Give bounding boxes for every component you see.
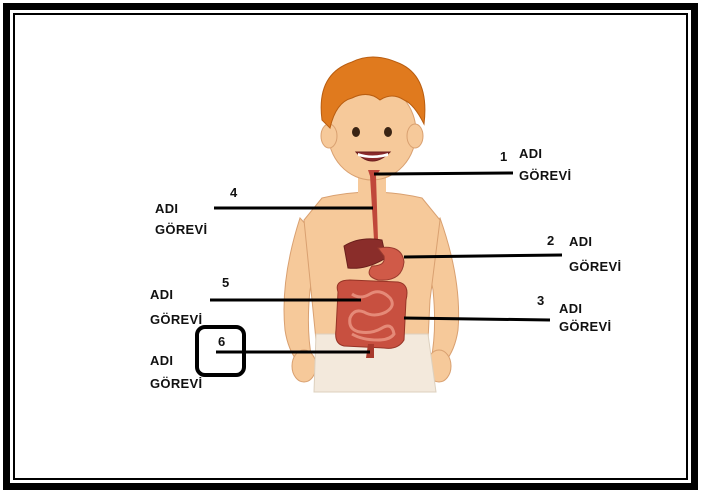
label-name-6: ADI [150,353,173,368]
leader-line-2 [404,255,562,257]
label-name-4: ADI [155,201,178,216]
right-eye [384,127,392,137]
left-hand [292,350,316,382]
right-ear [407,124,423,148]
label-name-5: ADI [150,287,173,302]
label-name-2: ADI [569,234,592,249]
label-function-3: GÖREVİ [559,319,611,334]
label-function-1: GÖREVİ [519,168,571,183]
left-eye [352,127,360,137]
label-number-5: 5 [222,275,229,290]
label-number-6: 6 [218,334,225,349]
leader-line-3 [404,318,550,320]
label-number-4: 4 [230,185,237,200]
label-name-1: ADI [519,146,542,161]
label-function-6: GÖREVİ [150,376,202,391]
label-name-3: ADI [559,301,582,316]
label-function-2: GÖREVİ [569,259,621,274]
label-function-5: GÖREVİ [150,312,202,327]
label-number-3: 3 [537,293,544,308]
leader-line-1 [374,173,513,174]
label-number-1: 1 [500,149,507,164]
label-number-2: 2 [547,233,554,248]
label-function-4: GÖREVİ [155,222,207,237]
